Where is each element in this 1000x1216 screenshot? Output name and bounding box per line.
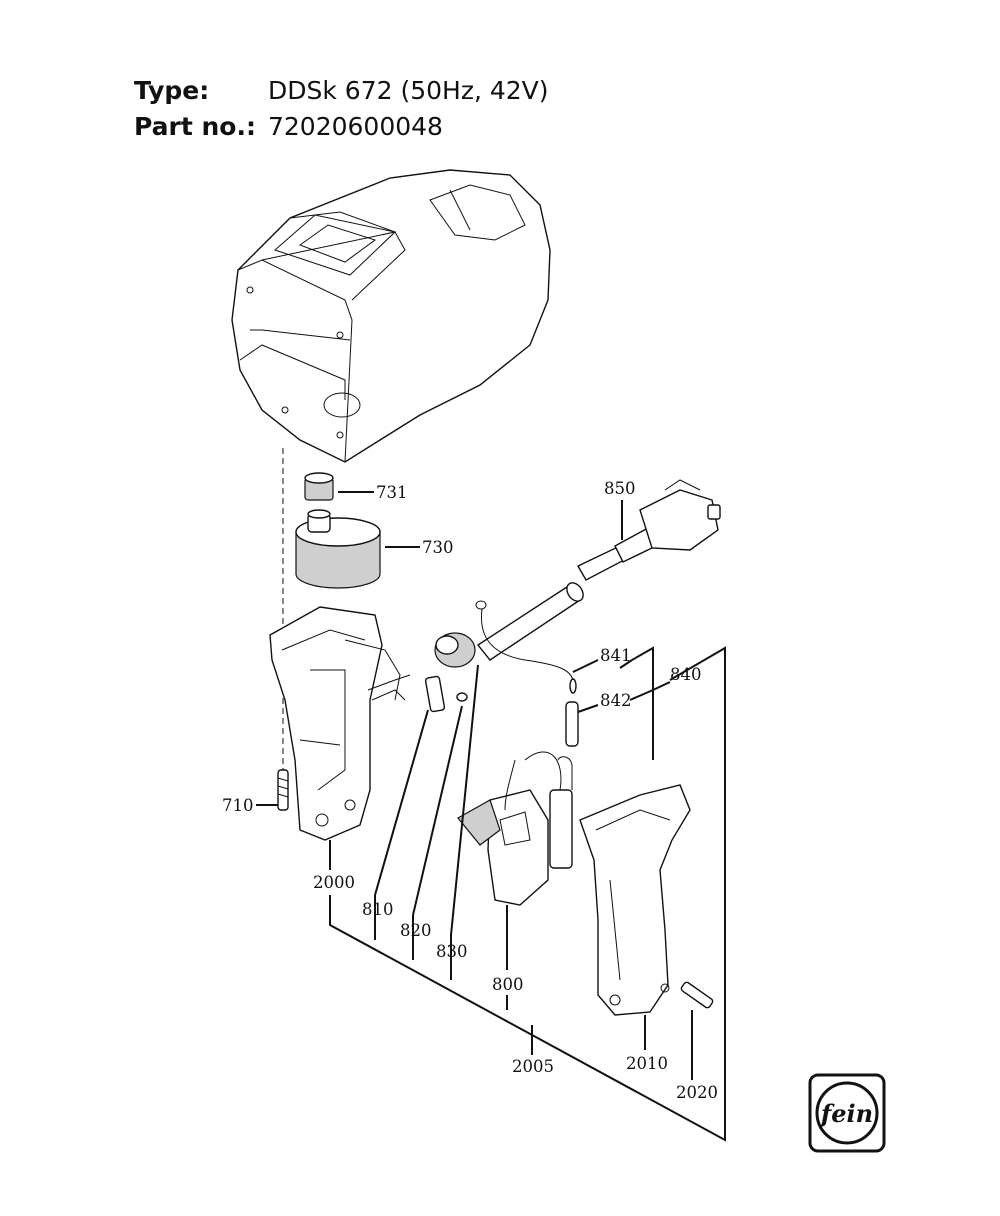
sleeve-842 bbox=[565, 701, 579, 747]
label-731: 731 bbox=[376, 483, 408, 502]
screw-710 bbox=[277, 769, 289, 811]
bushing-731 bbox=[304, 472, 334, 501]
buffer-730 bbox=[295, 509, 381, 589]
fein-logo: fein bbox=[808, 1073, 886, 1153]
label-810: 810 bbox=[362, 900, 394, 919]
label-850: 850 bbox=[604, 479, 636, 498]
label-830: 830 bbox=[436, 942, 468, 961]
switch-800 bbox=[457, 751, 573, 906]
grommet-830 bbox=[434, 632, 476, 668]
cable-clamp-810 bbox=[367, 674, 411, 701]
strain-relief-820 bbox=[424, 675, 468, 713]
label-2000: 2000 bbox=[313, 873, 355, 892]
leader-lines bbox=[329, 646, 726, 1142]
part-no-value: 72020600048 bbox=[268, 112, 443, 141]
handle-half-2000 bbox=[269, 606, 401, 841]
label-730: 730 bbox=[422, 538, 454, 557]
label-800: 800 bbox=[492, 975, 524, 994]
label-841: 841 bbox=[600, 646, 632, 665]
handle-half-2010 bbox=[579, 784, 691, 1016]
logo-text: fein bbox=[819, 1099, 873, 1128]
label-710: 710 bbox=[222, 796, 254, 815]
label-842: 842 bbox=[600, 691, 632, 710]
label-2020: 2020 bbox=[676, 1083, 718, 1102]
label-2005: 2005 bbox=[512, 1057, 554, 1076]
screw-2020 bbox=[680, 981, 714, 1009]
label-2010: 2010 bbox=[626, 1054, 668, 1073]
cable-plug-850 bbox=[476, 479, 721, 661]
type-label: Type: bbox=[134, 76, 210, 105]
wire-841 bbox=[475, 600, 577, 694]
label-820: 820 bbox=[400, 921, 432, 940]
part-no-label: Part no.: bbox=[134, 112, 256, 141]
label-840: 840 bbox=[670, 665, 702, 684]
type-value: DDSk 672 (50Hz, 42V) bbox=[268, 76, 549, 105]
motor-housing bbox=[231, 169, 551, 463]
